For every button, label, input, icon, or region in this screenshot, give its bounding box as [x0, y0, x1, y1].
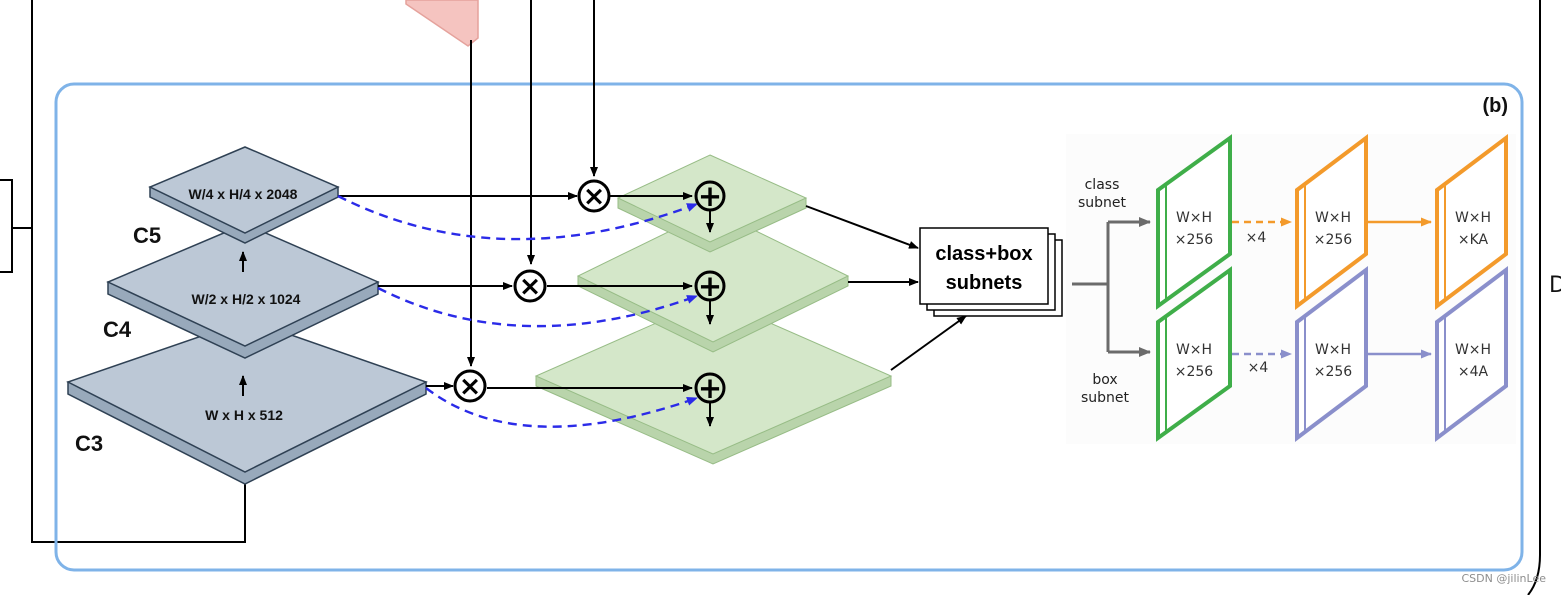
- add-op-p4: +: [694, 269, 726, 303]
- svg-text:W×H: W×H: [1176, 210, 1212, 226]
- svg-text:×256: ×256: [1314, 364, 1353, 380]
- class-repeat-label: ×4: [1246, 230, 1267, 246]
- class-block-1: W×H ×256: [1156, 134, 1232, 310]
- attention-inputs: [467, 0, 598, 367]
- multiply-op-p5: ×: [577, 179, 611, 213]
- backbone-c3: [66, 319, 428, 485]
- backbone-c5: [148, 146, 340, 244]
- svg-text:×: ×: [583, 181, 606, 212]
- svg-text:×KA: ×KA: [1458, 232, 1489, 248]
- subnets-box: class+box subnets: [919, 227, 1063, 317]
- svg-text:W×H: W×H: [1455, 210, 1491, 226]
- add-op-p5: +: [694, 179, 726, 213]
- feature-flow-arrows: [338, 192, 693, 392]
- head-branch-arrows: [1072, 217, 1151, 357]
- c4-dims: W/2 x H/2 x 1024: [192, 291, 301, 307]
- svg-text:×4A: ×4A: [1458, 364, 1489, 380]
- svg-text:W×H: W×H: [1315, 210, 1351, 226]
- class-subnet-label-2: subnet: [1078, 195, 1127, 211]
- svg-text:×256: ×256: [1175, 232, 1214, 248]
- box-subnet-label-1: box: [1092, 372, 1117, 388]
- box-block-1: W×H ×256: [1156, 266, 1232, 442]
- watermark: CSDN @jilinLee: [1461, 572, 1546, 585]
- svg-text:×: ×: [519, 271, 542, 302]
- svg-text:×: ×: [459, 371, 482, 402]
- c4-label: C4: [103, 317, 132, 342]
- subnets-box-line2: subnets: [946, 272, 1023, 294]
- c3-dims: W x H x 512: [205, 407, 283, 423]
- panel-label: (b): [1482, 95, 1508, 117]
- box-block-3: W×H ×4A: [1435, 265, 1508, 443]
- c3-label: C3: [75, 431, 103, 456]
- residual-skip-arrows: [337, 194, 698, 428]
- panel-b-border: [54, 82, 1524, 572]
- class-subnet-label-1: class: [1085, 177, 1120, 193]
- add-op-p3: +: [694, 371, 726, 405]
- svg-text:+: +: [698, 269, 722, 303]
- box-repeat-label: ×4: [1248, 360, 1269, 376]
- box-subnet-label-2: subnet: [1081, 390, 1130, 406]
- multiply-op-p3: ×: [453, 369, 487, 403]
- svg-text:W×H: W×H: [1315, 342, 1351, 358]
- svg-text:+: +: [698, 371, 722, 405]
- box-block-2: W×H ×256: [1295, 265, 1368, 443]
- svg-text:×256: ×256: [1314, 232, 1353, 248]
- svg-text:×256: ×256: [1175, 364, 1214, 380]
- svg-text:+: +: [698, 179, 722, 213]
- edge-glyph: D: [1549, 273, 1561, 298]
- fpn-p4: [576, 209, 850, 353]
- multiply-op-p4: ×: [513, 269, 547, 303]
- top-source-block: [405, 0, 479, 47]
- svg-text:W×H: W×H: [1455, 342, 1491, 358]
- class-block-3: W×H ×KA: [1435, 133, 1508, 311]
- svg-text:W×H: W×H: [1176, 342, 1212, 358]
- subnets-box-line1: class+box: [935, 243, 1032, 265]
- fpn-to-subnets-arrows: [805, 205, 967, 371]
- backbone-c4: [106, 223, 380, 359]
- c5-dims: W/4 x H/4 x 2048: [189, 186, 298, 202]
- c5-label: C5: [133, 223, 161, 248]
- class-block-2: W×H ×256: [1295, 133, 1368, 311]
